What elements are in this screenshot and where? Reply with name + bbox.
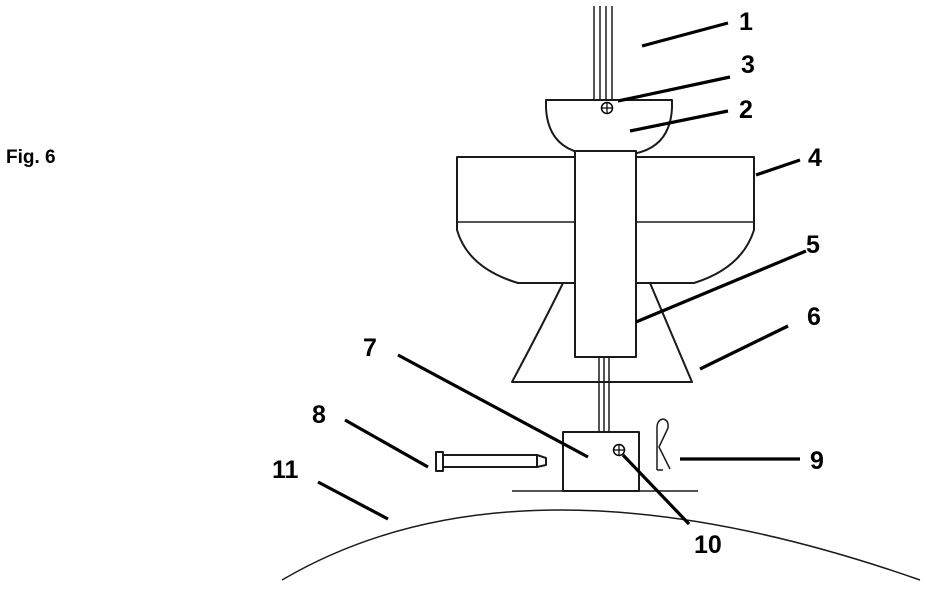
- callout-8: 8: [312, 401, 326, 429]
- figure-label: Fig. 6: [6, 147, 56, 168]
- hanger-ball-screw-icon: [600, 101, 614, 115]
- callout-9: 9: [810, 447, 824, 475]
- motor-coupler: [562, 431, 640, 492]
- leader-5: [635, 249, 807, 324]
- wires: [593, 6, 613, 100]
- leader-3: [617, 75, 731, 103]
- callout-3: 3: [741, 51, 755, 79]
- leader-8: [344, 418, 429, 469]
- downrod-lower-section: [598, 357, 610, 432]
- callout-1: 1: [739, 8, 753, 36]
- hairpin-clip: [656, 418, 671, 471]
- clevis-pin: [435, 451, 547, 472]
- callout-2: 2: [739, 96, 753, 124]
- leader-4: [755, 158, 801, 177]
- callout-4: 4: [808, 144, 822, 172]
- callout-6: 6: [807, 303, 821, 331]
- leader-6: [699, 324, 789, 371]
- leader-1: [641, 21, 729, 48]
- motor-housing-dome: [281, 509, 921, 581]
- leader-lines: [317, 21, 807, 526]
- leader-10: [621, 453, 691, 526]
- callout-11: 11: [272, 456, 299, 484]
- coupler-set-screw-icon: [612, 443, 626, 457]
- downrod: [574, 150, 637, 358]
- leader-7: [397, 353, 589, 459]
- callout-5: 5: [806, 231, 820, 259]
- callout-10: 10: [694, 531, 722, 559]
- callout-numbers: 1 2 3 4 5 6 7 8 9 10 11: [272, 8, 824, 559]
- leader-11: [317, 480, 389, 521]
- callout-7: 7: [363, 334, 377, 362]
- leader-2: [629, 109, 729, 133]
